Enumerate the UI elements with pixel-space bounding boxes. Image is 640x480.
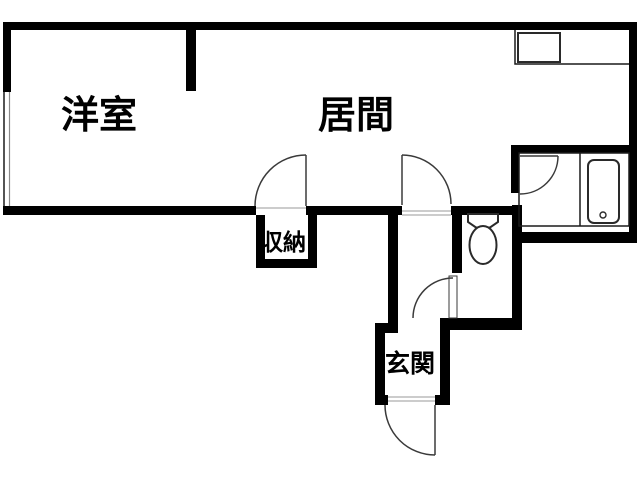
storage-label: 収納 (260, 229, 306, 255)
front-door-arc (384, 404, 436, 456)
doors (254, 154, 452, 456)
closet-right-wall (308, 206, 317, 268)
toilet-room-right-wall (512, 205, 522, 330)
toilet-room (412, 213, 499, 319)
bathtub (587, 159, 620, 224)
walls (3, 22, 637, 405)
living-room-label: 居間 (318, 95, 394, 137)
toilet-bowl (468, 225, 498, 265)
window-left-wall (3, 92, 11, 206)
partition-wall-western-living (186, 30, 196, 91)
right-wall (629, 22, 637, 243)
bottom-wall-middle-segment (306, 206, 402, 215)
kitchen-counter-outline (514, 30, 629, 65)
bottom-wall-right-segment (451, 206, 522, 215)
kitchen-sink (517, 32, 561, 63)
kitchen-counter (514, 30, 629, 65)
entrance-left-wall (375, 323, 385, 403)
closet-left-wall (256, 215, 265, 268)
closet-door-arc (254, 154, 307, 207)
living-room-door-arc (401, 154, 452, 205)
bathroom-outline (518, 152, 630, 227)
bathroom-door-arc (519, 155, 559, 195)
bathroom-top-wall (511, 145, 637, 153)
toilet-door-leaf (448, 275, 458, 319)
western-room-label: 洋室 (61, 94, 137, 137)
bottom-wall-left-segment (3, 206, 256, 215)
room-labels: 洋室 居間 収納 玄関 (61, 94, 435, 378)
bathroom-left-wall-upper (511, 145, 519, 193)
hallway-left-wall (388, 215, 398, 325)
entrance-bottom-left-wall (375, 395, 388, 405)
entrance-step-wall (375, 323, 398, 333)
toilet-door-arc (412, 277, 454, 319)
left-wall-upper (3, 22, 11, 92)
toilet-room-left-wall (452, 215, 462, 273)
bathroom-bottom-wall (522, 232, 637, 243)
bathroom (518, 152, 630, 227)
toilet-room-bottom-wall (440, 318, 522, 330)
top-wall (3, 22, 637, 30)
closet-bottom-wall (256, 259, 317, 268)
entrance-right-wall (440, 318, 450, 405)
entrance-label: 玄関 (385, 349, 435, 378)
bathtub-drain-icon (599, 211, 607, 219)
